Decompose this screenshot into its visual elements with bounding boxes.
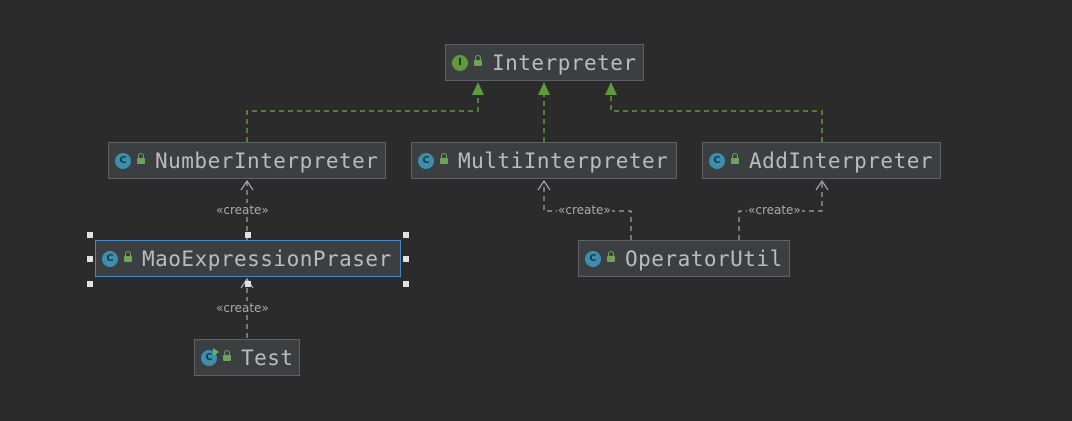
node-label: MaoExpressionPraser [142, 246, 392, 271]
public-lock-icon [137, 152, 145, 165]
selection-handle-middle-right[interactable] [403, 256, 409, 262]
node-label: Test [241, 345, 294, 370]
arrowhead-add-implements [605, 82, 617, 95]
edge-operator-creates-add [738, 181, 823, 240]
public-lock-icon [731, 152, 739, 165]
selection-handle-middle-left[interactable] [87, 256, 93, 262]
edge-number-implements-interpreter [246, 95, 479, 142]
public-lock-icon [440, 152, 448, 165]
node-operator-util[interactable]: C OperatorUtil [578, 240, 790, 277]
interface-icon: I [452, 54, 468, 71]
class-icon: C [585, 250, 601, 267]
arrowhead-parser-creates [240, 179, 254, 191]
node-number-interpreter[interactable]: C NumberInterpreter [108, 142, 386, 179]
selection-handle-bottom-left[interactable] [87, 281, 93, 287]
class-icon: C [709, 152, 725, 169]
node-label: MultiInterpreter [458, 148, 669, 173]
edge-add-implements-interpreter [610, 95, 823, 142]
public-lock-icon [124, 250, 132, 263]
node-label: Interpreter [492, 50, 637, 75]
arrowhead-operator-creates-add [815, 179, 829, 191]
public-lock-icon [607, 250, 615, 263]
node-label: AddInterpreter [749, 148, 934, 173]
node-add-interpreter[interactable]: C AddInterpreter [702, 142, 941, 179]
edge-label-test-creates-parser: «create» [215, 301, 270, 315]
edge-label-operator-creates-multi: «create» [557, 203, 612, 217]
selection-handle-bottom-center[interactable] [245, 281, 251, 287]
node-label: OperatorUtil [625, 246, 783, 271]
class-icon: C [102, 250, 118, 267]
node-multi-interpreter[interactable]: C MultiInterpreter [411, 142, 677, 179]
node-label: NumberInterpreter [155, 148, 379, 173]
selection-handle-top-left[interactable] [87, 232, 93, 238]
node-interpreter[interactable]: I Interpreter [445, 44, 644, 81]
arrowhead-test-creates [240, 277, 254, 289]
node-test[interactable]: C Test [194, 339, 300, 376]
public-lock-icon [223, 349, 231, 362]
node-mao-expression-praser[interactable]: C MaoExpressionPraser [95, 240, 401, 277]
edge-label-operator-creates-add: «create» [747, 203, 802, 217]
selection-handle-top-right[interactable] [403, 232, 409, 238]
public-lock-icon [474, 54, 482, 67]
class-icon: C [115, 152, 131, 169]
edge-label-parser-creates-number: «create» [215, 203, 270, 217]
arrowhead-operator-creates-multi [537, 179, 551, 191]
selection-handle-top-center[interactable] [245, 232, 251, 238]
arrowhead-multi-implements [538, 82, 550, 95]
selection-handle-bottom-right[interactable] [403, 281, 409, 287]
arrowhead-number-implements [472, 82, 484, 95]
runnable-class-icon: C [201, 347, 219, 366]
class-icon: C [418, 152, 434, 169]
